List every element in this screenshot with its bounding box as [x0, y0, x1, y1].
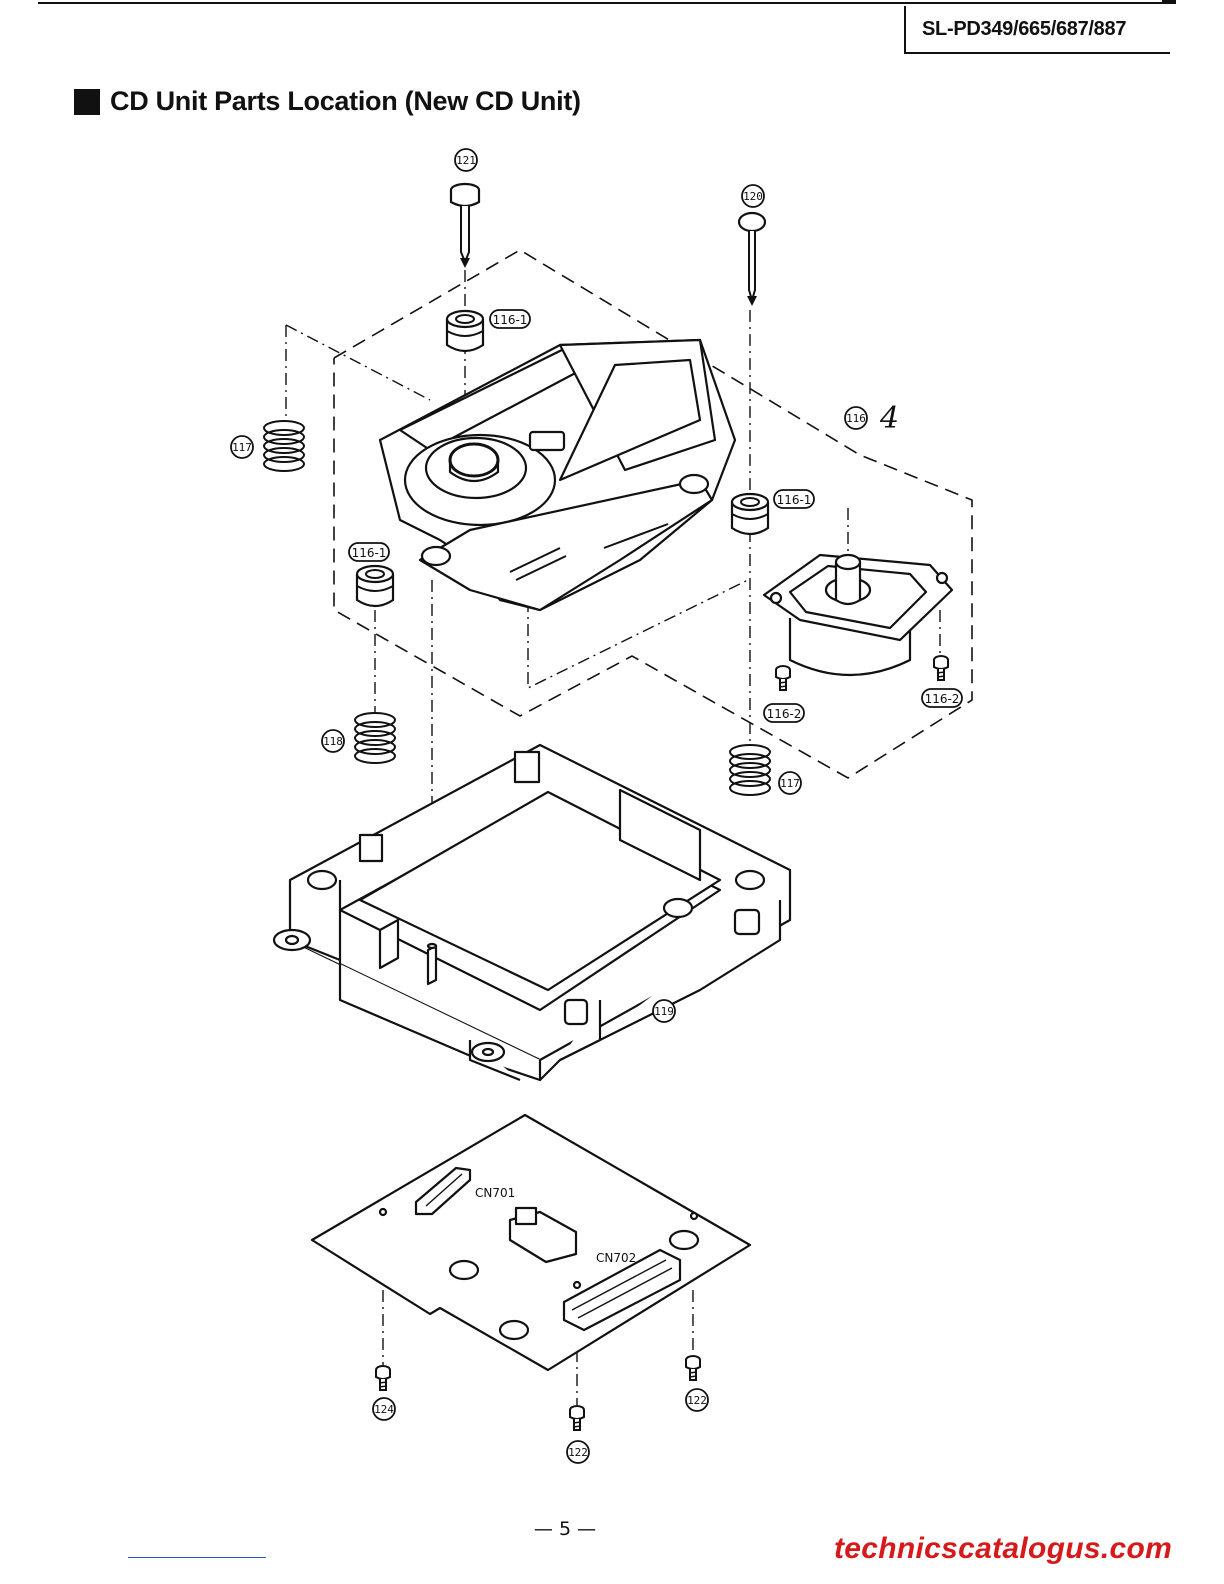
svg-text:118: 118	[323, 735, 343, 748]
callout-121: 121	[455, 149, 477, 171]
screw-116-2-right	[934, 656, 948, 680]
svg-text:116: 116	[846, 412, 866, 425]
pin-121	[451, 184, 479, 268]
tag-116-1-right: 116-1	[774, 490, 814, 508]
grommet-116-1-right	[732, 494, 768, 534]
svg-text:116-2: 116-2	[925, 692, 960, 706]
callout-122-right: 122	[686, 1389, 708, 1411]
traverse-mechanism	[380, 340, 735, 610]
pin-120	[739, 213, 765, 306]
callout-122-center: 122	[567, 1441, 589, 1463]
svg-text:116-2: 116-2	[767, 707, 802, 721]
svg-text:119: 119	[654, 1005, 674, 1018]
callout-124: 124	[373, 1398, 395, 1420]
callout-119: 119	[653, 1000, 675, 1022]
svg-text:122: 122	[687, 1394, 707, 1407]
handwritten-annotation: 4	[879, 401, 899, 436]
tag-116-2-right: 116-2	[922, 689, 962, 707]
svg-text:116-1: 116-1	[777, 493, 812, 507]
screw-122-right	[686, 1356, 700, 1380]
svg-text:117: 117	[232, 441, 252, 454]
screw-124	[376, 1366, 390, 1390]
tag-116-2-left: 116-2	[764, 704, 804, 722]
svg-text:116-1: 116-1	[352, 546, 387, 560]
svg-text:122: 122	[568, 1446, 588, 1459]
grommet-116-1-left	[357, 566, 393, 606]
footer-link-rule	[128, 1557, 266, 1558]
svg-text:117: 117	[780, 777, 800, 790]
chassis-frame-119	[274, 745, 790, 1080]
spring-117-right	[730, 745, 770, 795]
svg-text:121: 121	[456, 154, 476, 167]
callout-117-left: 117	[231, 436, 253, 458]
screw-122-center	[570, 1406, 584, 1430]
callout-116: 116	[845, 407, 867, 429]
grommet-116-1-top	[447, 311, 483, 351]
svg-text:120: 120	[743, 190, 763, 203]
connector-cn702-label: CN702	[596, 1251, 636, 1265]
callout-120: 120	[742, 185, 764, 207]
watermark-text: technicscatalogus.com	[834, 1532, 1172, 1566]
svg-text:124: 124	[374, 1403, 394, 1416]
tag-116-1-top: 116-1	[490, 310, 530, 328]
spring-118	[355, 713, 395, 763]
circuit-board	[312, 1115, 750, 1370]
connector-cn701-label: CN701	[475, 1186, 515, 1200]
callout-117-right: 117	[779, 772, 801, 794]
screw-116-2-left	[776, 666, 790, 690]
spring-117-left	[264, 421, 304, 471]
page-number: — 5 —	[520, 1518, 610, 1540]
svg-text:116-1: 116-1	[493, 313, 528, 327]
callout-118: 118	[322, 730, 344, 752]
tag-116-1-left: 116-1	[349, 543, 389, 561]
spindle-motor	[764, 555, 952, 675]
